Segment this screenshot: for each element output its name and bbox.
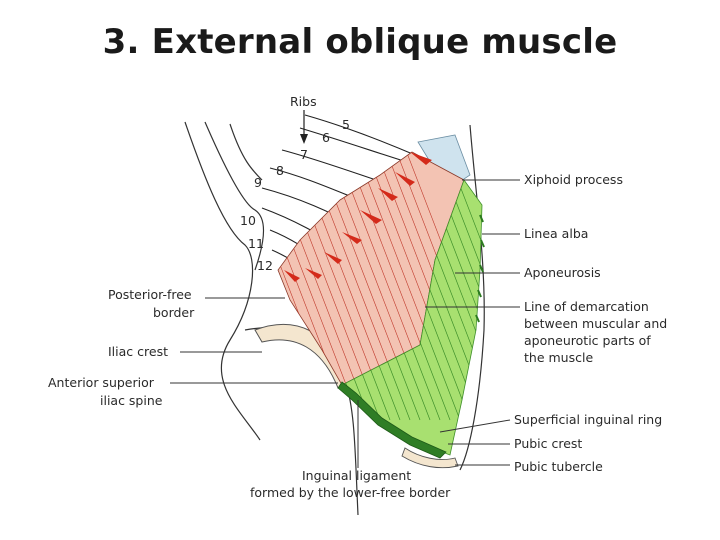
inguinal-ligament-label-line2: formed by the lower-free border bbox=[250, 485, 451, 500]
pubic-tubercle-label: Pubic tubercle bbox=[514, 459, 603, 474]
posterior-free-border-label-line2: border bbox=[153, 305, 195, 320]
slide-title: 3. External oblique muscle bbox=[102, 22, 618, 62]
rib-number-7: 7 bbox=[300, 147, 308, 162]
linea-alba-label: Linea alba bbox=[524, 226, 588, 241]
inguinal-ligament-label-line1: Inguinal ligament bbox=[302, 468, 411, 483]
demarcation-label-line2: between muscular and bbox=[524, 316, 667, 331]
rib-number-11: 11 bbox=[248, 236, 264, 251]
rib-number-9: 9 bbox=[254, 175, 262, 190]
rib-number-6: 6 bbox=[322, 130, 330, 145]
rib-number-10: 10 bbox=[240, 213, 256, 228]
aponeurosis-label: Aponeurosis bbox=[524, 265, 601, 280]
rib-number-5: 5 bbox=[342, 117, 350, 132]
superficial-inguinal-ring-label: Superficial inguinal ring bbox=[514, 412, 662, 427]
asis-label-line2: iliac spine bbox=[100, 393, 163, 408]
pubic-crest-label: Pubic crest bbox=[514, 436, 582, 451]
inguinal-ligament-shape bbox=[337, 381, 447, 459]
demarcation-label-line1: Line of demarcation bbox=[524, 299, 649, 314]
rib-number-8: 8 bbox=[276, 163, 284, 178]
xiphoid-process-label: Xiphoid process bbox=[524, 172, 623, 187]
iliac-crest-label: Iliac crest bbox=[108, 344, 168, 359]
ribs-label: Ribs bbox=[290, 94, 317, 109]
ribs-arrow-head bbox=[300, 134, 308, 144]
demarcation-label-line3: aponeurotic parts of bbox=[524, 333, 651, 348]
asis-label-line1: Anterior superior bbox=[48, 375, 155, 390]
rib-number-12: 12 bbox=[257, 258, 273, 273]
posterior-free-border-label-line1: Posterior-free bbox=[108, 287, 192, 302]
pubic-crest-shape bbox=[401, 447, 459, 469]
superficial-ring-leader bbox=[439, 419, 511, 433]
demarcation-label-line4: the muscle bbox=[524, 350, 593, 365]
